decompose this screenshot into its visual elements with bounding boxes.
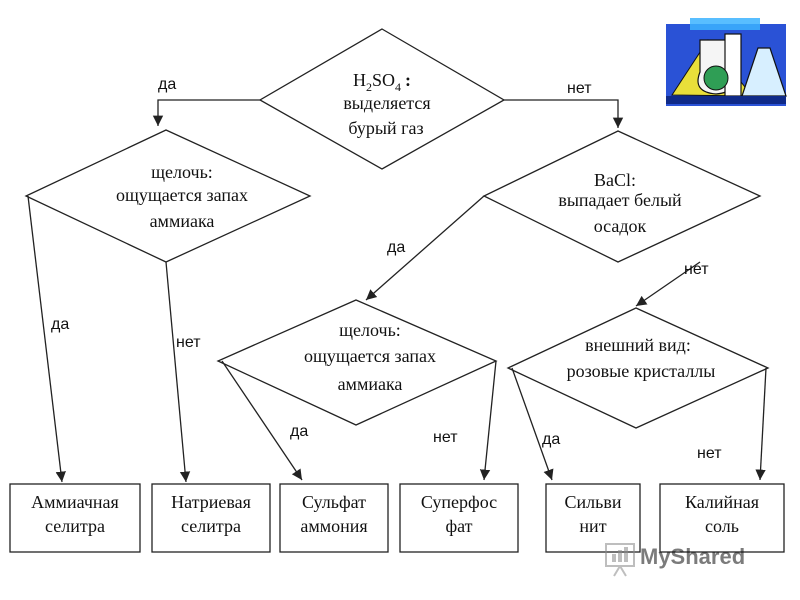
svg-text:ощущается запах: ощущается запах [304, 346, 436, 366]
svg-text:BaCl:: BaCl: [594, 170, 636, 190]
label-rightlow-no: нет [697, 445, 722, 462]
watermark: MyShared [605, 543, 745, 577]
svg-text:щелочь:: щелочь: [151, 162, 213, 182]
edge-right-yes [365, 195, 485, 301]
edge-root-no [504, 99, 624, 128]
result-box-ammonium-sulfate: Сульфат аммония [279, 483, 389, 553]
mid-decision-diamond [216, 299, 498, 426]
edge-left-no [165, 261, 191, 483]
label-right-no: нет [684, 261, 709, 278]
lab-equipment-icon [666, 18, 787, 106]
edge-rightlow-yes [511, 367, 554, 481]
label-right-yes: да [387, 239, 405, 256]
svg-text:соль: соль [705, 516, 739, 536]
svg-text:осадок: осадок [594, 216, 647, 236]
svg-text:розовые кристаллы: розовые кристаллы [567, 361, 716, 381]
label-root-yes: да [158, 76, 176, 93]
edge-rightlow-no [755, 367, 767, 481]
result-box-superphosphate: Суперфос фат [399, 483, 519, 553]
svg-text:Аммиачная: Аммиачная [31, 492, 119, 512]
root-decision-diamond [258, 28, 506, 170]
svg-text:аммиака: аммиака [338, 374, 403, 394]
svg-text:H2SO4:: H2SO4: [353, 70, 411, 94]
svg-text:аммония: аммония [300, 516, 367, 536]
rightlow-decision-diamond [506, 307, 770, 429]
svg-text:селитра: селитра [181, 516, 241, 536]
svg-text:Калийная: Калийная [685, 492, 759, 512]
rightlow-decision-text: внешний вид: розовые кристаллы [567, 335, 716, 381]
watermark-presentation-icon [605, 543, 635, 577]
svg-text:ощущается запах: ощущается запах [116, 185, 248, 205]
svg-text:Сульфат: Сульфат [302, 492, 366, 512]
edge-right-no [635, 261, 701, 307]
mid-decision-text: щелочь: ощущается запах аммиака [304, 320, 436, 394]
svg-text:фат: фат [445, 516, 472, 536]
svg-text:выпадает белый: выпадает белый [558, 190, 682, 210]
svg-text:выделяется: выделяется [343, 93, 430, 113]
label-rightlow-yes: да [542, 431, 560, 448]
edge-mid-no [479, 360, 497, 481]
result-box-sylvinite: Сильви нит [545, 483, 641, 553]
result-box-potassium-salt: Калийная соль [659, 483, 785, 553]
svg-text:щелочь:: щелочь: [339, 320, 401, 340]
right-decision-text: BaCl: выпадает белый осадок [558, 170, 682, 236]
label-left-yes: да [51, 316, 69, 333]
svg-text:Сильви: Сильви [565, 492, 622, 512]
edge-left-yes [27, 195, 66, 483]
label-mid-no: нет [433, 429, 458, 446]
root-decision-text: H2SO4: выделяется бурый газ [343, 70, 430, 138]
watermark-text: MyShared [640, 544, 745, 569]
svg-text:Суперфос: Суперфос [421, 492, 497, 512]
svg-text:селитра: селитра [45, 516, 105, 536]
edge-root-yes [152, 99, 260, 126]
label-root-no: нет [567, 80, 592, 97]
result-box-ammonium-nitrate: Аммиачная селитра [9, 483, 141, 553]
label-left-no: нет [176, 334, 201, 351]
svg-text:бурый газ: бурый газ [348, 118, 423, 138]
label-mid-yes: да [290, 423, 308, 440]
right-decision-diamond [482, 130, 762, 263]
left-decision-text: щелочь: ощущается запах аммиака [116, 162, 248, 231]
result-box-sodium-nitrate: Натриевая селитра [151, 483, 271, 553]
svg-text:внешний вид:: внешний вид: [585, 335, 691, 355]
svg-text:нит: нит [579, 516, 606, 536]
edge-mid-yes [221, 360, 303, 481]
svg-text:аммиака: аммиака [150, 211, 215, 231]
svg-text:Натриевая: Натриевая [171, 492, 251, 512]
